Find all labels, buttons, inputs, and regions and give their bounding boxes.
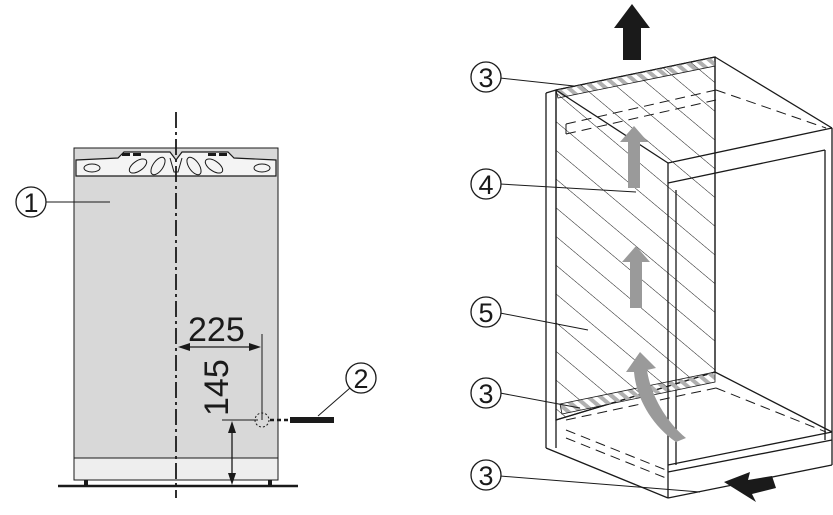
- callout-2-circle: [345, 362, 377, 394]
- hidden-edges: [565, 89, 827, 479]
- callout-3-mid-leader: [499, 392, 581, 409]
- callout-2-leader: [317, 387, 351, 417]
- callout-4-circle: [470, 168, 502, 200]
- cabinet-front-side: [545, 89, 669, 499]
- callout-1-label: 1: [23, 188, 38, 218]
- callout-4-label: 4: [478, 170, 493, 200]
- foot-right: [268, 479, 272, 486]
- airflow-arrow-curved: [626, 352, 686, 442]
- connection-point-circle: [254, 412, 270, 428]
- airflow-arrow-middle: [622, 246, 650, 308]
- callout-5-leader: [499, 312, 589, 331]
- callout-3-top-leader: [499, 77, 575, 87]
- bottom-vent-band: [559, 371, 716, 415]
- right-panel: 3 4 5 3 3: [470, 4, 833, 502]
- callout-3-mid-label: 3: [478, 379, 493, 409]
- pipe-solid: [290, 417, 334, 423]
- callout-5-circle: [470, 296, 502, 328]
- callout-3-mid-circle: [470, 377, 502, 409]
- dim-145-arrow-top: [228, 421, 236, 433]
- callout-4-leader: [499, 183, 637, 193]
- callout-2-label: 2: [353, 364, 368, 394]
- dim-225-arrow-right: [249, 343, 261, 351]
- callout-5-label: 5: [478, 298, 493, 328]
- air-in-arrow: [724, 472, 776, 502]
- top-vent-band: [555, 56, 716, 99]
- dim-225-arrow-left: [178, 343, 190, 351]
- callout-3-top-label: 3: [478, 63, 493, 93]
- dim-145-arrow-bottom: [228, 473, 236, 485]
- foot-left: [84, 479, 88, 486]
- airflow-arrow-upper: [620, 126, 648, 188]
- left-panel: 225 145 1 2: [15, 112, 377, 498]
- callout-3-bottom-label: 3: [478, 461, 493, 491]
- callout-3-top-circle: [470, 61, 502, 93]
- mounting-bracket: [75, 151, 277, 177]
- callout-3-bottom-circle: [470, 459, 502, 491]
- dim-225-label: 225: [188, 311, 245, 349]
- dim-145-label: 145: [198, 359, 236, 416]
- callout-1-circle: [15, 186, 47, 218]
- callout-3-bottom-leader: [499, 475, 701, 493]
- air-out-arrow: [614, 4, 650, 60]
